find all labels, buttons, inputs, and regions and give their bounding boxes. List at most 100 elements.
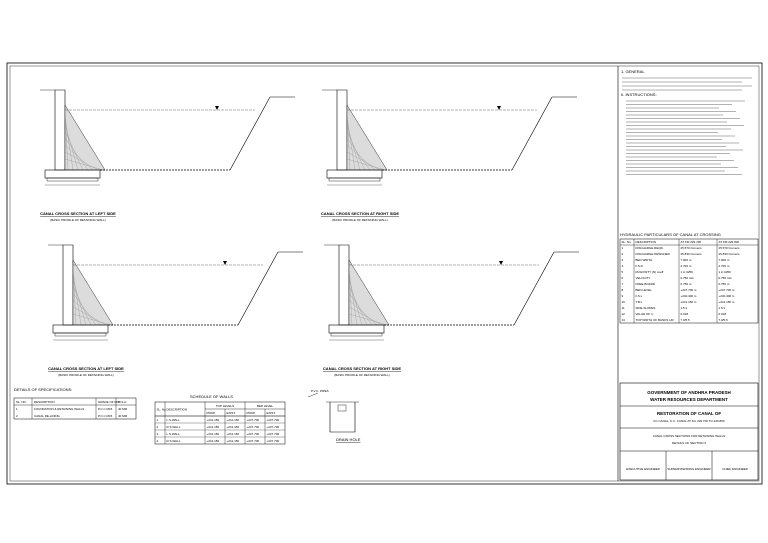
project-line-1: RESTORATION OF CANAL OF — [657, 411, 722, 416]
specifications-title: DETAILS OF SPECIFICATIONS: — [14, 387, 72, 392]
hydraulic-table-title: HYDRAULIC PARTICULARS OF CANAL AT CROSSI… — [620, 232, 721, 237]
schedule-cell: +241.150 — [227, 439, 240, 443]
hydraulic-cell: 11 — [622, 306, 625, 310]
schedule-cell: +237.700 — [267, 418, 280, 422]
hydraulic-cell: 25.830 Cumecs — [719, 252, 741, 256]
schedule-cell: +237.700 — [247, 418, 260, 422]
hydraulic-cell: +241.150 m — [681, 300, 697, 304]
title-block: GOVERNMENT OF ANDHRA PRADESH WATER RESOU… — [619, 382, 759, 481]
section-title: CANAL CROSS SECTION AT LEFT SIDE — [48, 366, 124, 371]
section-subtitle: (BASIC PROFILE OF RETAINING WALL) — [58, 373, 114, 377]
hydraulic-cell: 1 — [622, 246, 624, 250]
schedule-group-header: BED LEVEL — [257, 404, 274, 408]
hydraulic-cell: 25.570 Cumecs — [719, 246, 741, 250]
spec-cell: CANAL RE-LINING — [34, 414, 61, 418]
hydraulic-cell: 7.0/5.5 — [719, 318, 729, 322]
project-line-2: KC CANAL, K.C. CANAL AT Km 229.700 TO 22… — [653, 419, 724, 423]
signature-3: CHIEF ENGINEER — [722, 467, 748, 471]
general-notes: 1. GENERAL II. INSTRUCTIONS: — [621, 69, 752, 175]
hydraulic-cell: 1 in 9250 — [681, 270, 694, 274]
hydraulic-cell: BED LEVEL — [636, 288, 653, 292]
cross-sections-group: CANAL CROSS SECTION AT LEFT SIDE (BASIC P… — [40, 89, 579, 377]
hydraulic-cell: F.S.L — [636, 294, 643, 298]
schedule-header-cell: PROP. — [247, 411, 256, 415]
drain-hole-label: P.V.C. PIPES — [311, 389, 329, 393]
hydraulic-cell: 0.750 m — [719, 282, 730, 286]
hydraulic-cell: 0.750 m — [681, 282, 692, 286]
spec-header-cell: SL. NO. — [16, 400, 27, 404]
inner-border — [9, 65, 760, 482]
cross-section-3: CANAL CROSS SECTION AT LEFT SIDE (BASIC P… — [48, 244, 303, 377]
outer-border — [6, 62, 763, 485]
hydraulic-cell: 7.900 m — [719, 258, 730, 262]
spec-header-cell: DESCRIPTION — [34, 400, 55, 404]
hydraulic-cell: +241.150 m — [719, 300, 735, 304]
schedule-cell: +241.150 — [207, 432, 220, 436]
hydraulic-cell: VALUE OF 'n' — [636, 312, 655, 316]
schedule-cell: +241.150 — [207, 418, 220, 422]
hydraulic-cell: 9 — [622, 294, 624, 298]
schedule-cell: 3 — [157, 432, 159, 436]
hydraulic-cell: 12 — [622, 312, 626, 316]
cross-section-2: CANAL CROSS SECTION AT RIGHT SIDE(BASIC … — [321, 89, 577, 222]
instructions-heading: II. INSTRUCTIONS: — [621, 92, 657, 97]
drain-hole-title: DRAIN HOLE — [336, 437, 361, 442]
schedule-cell: +237.700 — [267, 425, 280, 429]
drawing-title-line-1: CANAL CROSS SECTIONS FOR RETAINING WALLS — [653, 434, 726, 438]
hydraulic-cell: SIDE SLOPES — [636, 306, 656, 310]
org-line-2: WATER RESOURCES DEPARTMENT — [650, 397, 728, 402]
hydraulic-cell: 4 — [622, 264, 624, 268]
schedule-cell: +237.700 — [247, 425, 260, 429]
drain-hole-detail: P.V.C. PIPES DRAIN HOLE — [307, 389, 361, 442]
schedule-cell: +241.150 — [207, 425, 220, 429]
schedule-cell: 1 — [157, 418, 159, 422]
hydraulic-cell: +237.700 m — [719, 288, 735, 292]
schedule-title: SCHEDULE OF WALLS — [190, 394, 233, 399]
hydraulic-header-cell: DESCRIPTION — [636, 240, 657, 244]
hydraulic-cell: 7 — [622, 282, 624, 286]
schedule-cell: +241.150 — [207, 439, 220, 443]
schedule-cell: +241.150 — [227, 425, 240, 429]
hydraulic-cell: 0.750 m/s — [719, 276, 733, 280]
cross-section-4: CANAL CROSS SECTION AT RIGHT SIDE(BASIC … — [323, 244, 579, 377]
hydraulic-cell: F.S.D — [636, 264, 644, 268]
section-title: CANAL CROSS SECTION AT RIGHT SIDE — [323, 366, 401, 371]
section-subtitle: (BASIC PROFILE OF RETAINING WALL) — [332, 218, 388, 222]
hydraulic-cell: 5 — [622, 270, 624, 274]
hydraulic-cell: DISCHARGE DESIGNED — [636, 252, 671, 256]
schedule-cell: +241.150 — [227, 418, 240, 422]
hydraulic-cell: FREE BOARD — [636, 282, 656, 286]
schedule-header-cell: EXIST. — [227, 411, 236, 415]
drawing-title-line-2: DETAILS OF SECTION 3 — [672, 441, 706, 445]
hydraulic-cell: 1.5:1 — [719, 306, 726, 310]
hydraulic-cell: 1 in 9250 — [719, 270, 732, 274]
spec-header-cell: GRADE OF MIX — [98, 400, 120, 404]
hydraulic-cell: 0.018 — [719, 312, 727, 316]
hydraulic-cell: +240.400 m — [681, 294, 697, 298]
schedule-cell: L.S.WALL — [167, 432, 181, 436]
schedule-header-cell: SL. No. — [157, 408, 167, 412]
hydraulic-cell: BED WIDTH — [636, 258, 653, 262]
schedule-group-header: TOP LEVELS — [216, 404, 234, 408]
hydraulic-particulars-table: HYDRAULIC PARTICULARS OF CANAL AT CROSSI… — [619, 232, 759, 324]
signature-2: SUPERINTENDING ENGINEER — [667, 467, 711, 471]
spec-cell: P.C.C M15 — [98, 407, 113, 411]
hydraulic-header-cell: AT KM 229.800 — [719, 240, 740, 244]
hydraulic-cell: DISCHARGE REQD. — [636, 246, 664, 250]
schedule-header-cell: EXIST. — [267, 411, 276, 415]
spec-cell: 40 MM — [118, 414, 128, 418]
hydraulic-cell: 6 — [622, 276, 624, 280]
hydraulic-cell: 25.830 Cumecs — [681, 252, 703, 256]
general-notes-heading: 1. GENERAL — [621, 69, 645, 74]
spec-cell: FOUNDATION & RETAINING WALLS — [34, 407, 84, 411]
schedule-header-cell: DESCRIPTION — [167, 408, 188, 412]
hydraulic-cell: 8 — [622, 288, 624, 292]
hydraulic-cell: 2 — [622, 252, 624, 256]
hydraulic-cell: 2.700 m — [681, 264, 692, 268]
hydraulic-cell: 7.900 m — [681, 258, 692, 262]
hydraulic-cell: 7.0/5.5 — [681, 318, 691, 322]
hydraulic-cell: 2.700 m — [719, 264, 730, 268]
signature-1: EXECUTIVE ENGINEER — [626, 467, 660, 471]
schedule-cell: 2 — [157, 425, 159, 429]
hydraulic-cell: 10 — [622, 300, 626, 304]
